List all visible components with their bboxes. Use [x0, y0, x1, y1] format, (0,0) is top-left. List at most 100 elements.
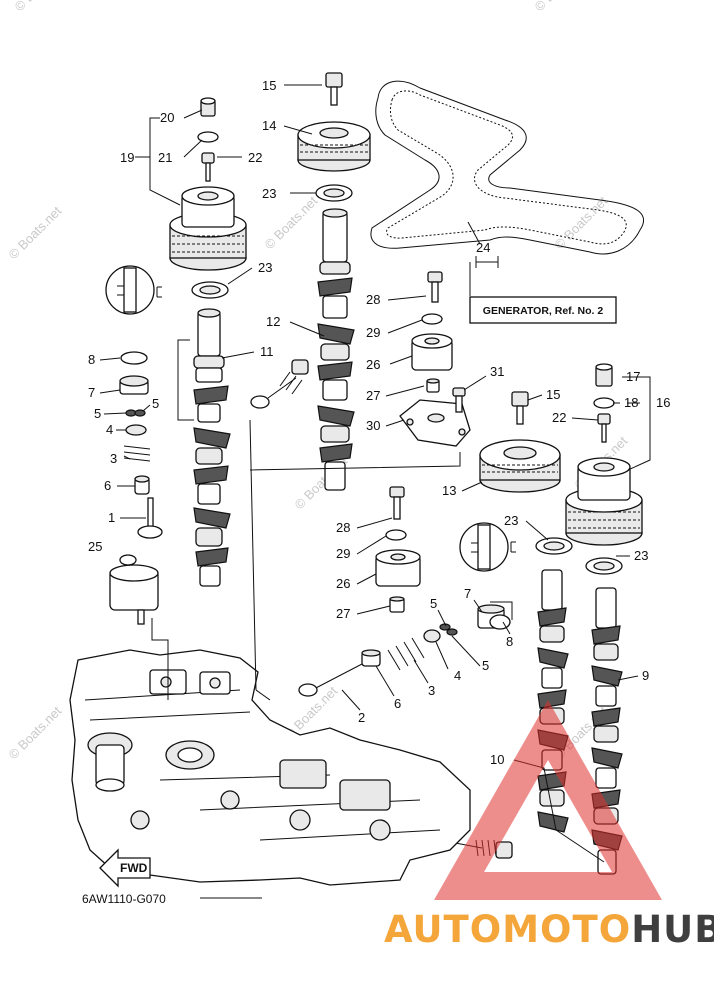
callout-13: 13 — [442, 483, 456, 498]
callout-7-left: 7 — [88, 385, 95, 400]
callout-3-left: 3 — [110, 451, 117, 466]
callout-28-upper: 28 — [366, 292, 380, 307]
callout-24: 24 — [476, 240, 490, 255]
sprocket-bolt-20 — [200, 97, 216, 117]
timing-belt — [370, 80, 645, 255]
callout-5-left-a: 5 — [94, 406, 101, 421]
callout-26-upper: 26 — [366, 357, 380, 372]
callout-23-upper: 23 — [262, 186, 276, 201]
watermark: © Boats.net — [6, 703, 65, 762]
callout-7-right: 7 — [464, 586, 471, 601]
callout-15-right: 15 — [546, 387, 560, 402]
washer-29-lower — [385, 529, 407, 541]
callout-5-right-a: 5 — [430, 596, 437, 611]
callout-5-left-b: 5 — [152, 396, 159, 411]
oil-seal-23-left — [191, 281, 229, 299]
bolt-17 — [595, 363, 613, 387]
bolt-31 — [452, 387, 466, 413]
pulley-26-upper — [411, 333, 453, 371]
retainer-4-left — [125, 424, 147, 436]
brand-text-part1: AUTOMOTO — [384, 908, 631, 951]
callout-18: 18 — [624, 395, 638, 410]
bolt-28-upper — [427, 271, 443, 303]
tensioner-25 — [109, 554, 159, 625]
spring-3-right — [387, 637, 425, 671]
cam-sprocket-14 — [297, 121, 371, 172]
brand-triangle — [434, 700, 662, 900]
lifter-7-left — [119, 375, 149, 395]
camshaft-11 — [193, 308, 231, 587]
brand-text-part2: HUB — [631, 908, 714, 951]
valve-assembly-mid — [250, 359, 309, 409]
callout-21: 21 — [158, 150, 172, 165]
spacer-27-lower — [389, 596, 405, 613]
callout-19: 19 — [120, 150, 134, 165]
spring-3-left — [123, 445, 151, 462]
callout-16: 16 — [656, 395, 670, 410]
fwd-label: FWD — [120, 861, 148, 875]
washer-21 — [197, 131, 219, 143]
callout-1: 1 — [108, 510, 115, 525]
brand-logo: AUTOMOTOHUB — [384, 700, 714, 951]
callout-9: 9 — [642, 668, 649, 683]
callout-27-lower: 27 — [336, 606, 350, 621]
right-cam-sprocket — [565, 457, 643, 546]
callout-5-right-b: 5 — [482, 658, 489, 673]
svg-text:AUTOMOTOHUB: AUTOMOTOHUB — [384, 908, 714, 951]
callout-8-right: 8 — [506, 634, 513, 649]
shim-8-left — [120, 351, 148, 365]
washer-18 — [593, 397, 615, 409]
callout-23-right-a: 23 — [504, 513, 518, 528]
generator-ref-label: GENERATOR, Ref. No. 2 — [483, 305, 604, 317]
left-cam-sprocket — [169, 186, 247, 271]
diagram-code: 6AW1110-G070 — [82, 892, 166, 906]
shim-8-right — [489, 614, 511, 630]
bolt-22-left — [201, 152, 215, 182]
callout-30: 30 — [366, 418, 380, 433]
watermark: © Boats.net — [12, 0, 71, 14]
callout-29-upper: 29 — [366, 325, 380, 340]
valve-1-left — [137, 497, 163, 539]
callout-10: 10 — [490, 752, 504, 767]
oil-seal-23-right-b — [585, 557, 623, 575]
engine-block — [69, 649, 471, 886]
bracket-30 — [399, 399, 471, 447]
callout-4-right: 4 — [454, 668, 461, 683]
callout-31: 31 — [490, 364, 504, 379]
cam-bearing-detail-right — [459, 522, 516, 572]
callout-14: 14 — [262, 118, 276, 133]
callout-12: 12 — [266, 314, 280, 329]
camshaft-10 — [537, 569, 569, 833]
washer-29-upper — [421, 313, 443, 325]
generator-ref-box: GENERATOR, Ref. No. 2 — [469, 296, 617, 324]
callout-11: 11 — [260, 344, 274, 359]
callout-23-right-b: 23 — [634, 548, 648, 563]
callout-29-lower: 29 — [336, 546, 350, 561]
watermark: © Boats.net — [552, 193, 611, 252]
pulley-26-lower — [375, 549, 421, 587]
bolt-22-right — [597, 413, 611, 443]
watermark: © Boats.net — [532, 0, 591, 14]
cam-bearing-detail-left — [105, 265, 162, 315]
valve-2 — [298, 663, 363, 697]
oil-seal-23-upper — [315, 184, 353, 202]
oil-seal-23-right-a — [535, 537, 573, 555]
callout-27-upper: 27 — [366, 388, 380, 403]
bolt-15-right — [511, 391, 529, 425]
cotters-5-right — [439, 623, 458, 636]
bolt-28-lower — [389, 486, 405, 520]
callout-22-right: 22 — [552, 410, 566, 425]
callout-23-left: 23 — [258, 260, 272, 275]
callout-3-right: 3 — [428, 683, 435, 698]
spacer-27-upper — [426, 378, 440, 393]
callout-25: 25 — [88, 539, 102, 554]
fwd-arrow: FWD — [99, 848, 151, 888]
callout-4-left: 4 — [106, 422, 113, 437]
seal-6-right — [361, 649, 381, 667]
cotters-5-left — [125, 409, 146, 417]
callout-15-top: 15 — [262, 78, 276, 93]
watermark: © Boats.net — [262, 193, 321, 252]
callout-8-left: 8 — [88, 352, 95, 367]
callout-6-right: 6 — [394, 696, 401, 711]
